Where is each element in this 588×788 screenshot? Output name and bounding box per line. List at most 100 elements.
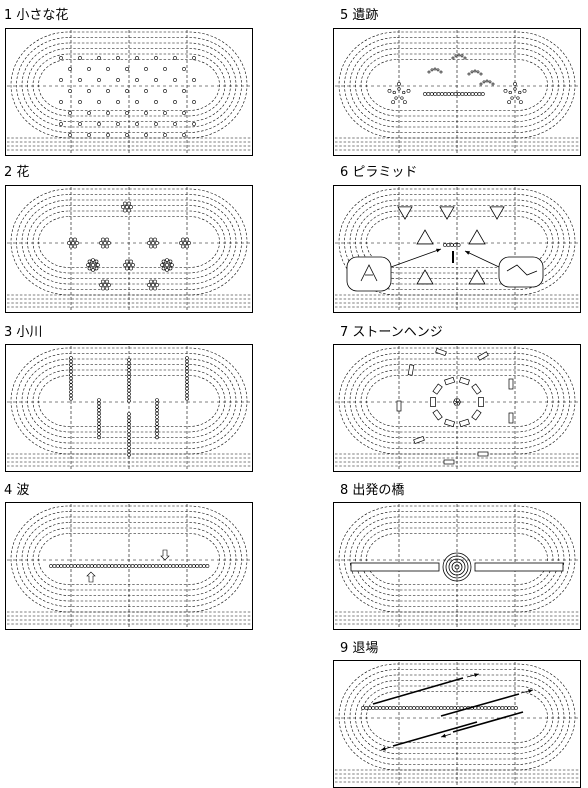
column-dot (97, 418, 101, 423)
star-formation (503, 82, 527, 104)
column-dot (127, 368, 131, 373)
column-dot (127, 358, 131, 362)
column-dot (97, 411, 101, 416)
row-dot (120, 564, 125, 568)
row-dot (374, 706, 379, 710)
arch-dot (457, 53, 461, 57)
callout-left (346, 256, 392, 292)
column-dot (127, 422, 131, 426)
bridge-left (350, 562, 440, 572)
column-formation (155, 398, 159, 440)
stone-block (396, 400, 402, 412)
column-dot (127, 371, 131, 376)
arch-dot (467, 72, 471, 76)
flower-formation (179, 237, 191, 249)
row-dot (453, 92, 458, 96)
row-dot (93, 564, 98, 568)
column-dot (69, 359, 73, 364)
row-dot (401, 706, 406, 710)
column-dot (97, 398, 101, 402)
column-dot (185, 376, 189, 381)
ring-dot (170, 263, 174, 267)
column-dot (127, 392, 131, 396)
column-dot (127, 364, 131, 369)
column-formation (69, 356, 73, 401)
row-dot (507, 706, 512, 710)
small-arch-formation (427, 67, 443, 74)
flower-formation (147, 279, 159, 291)
row-dot (442, 706, 447, 710)
row-dot (480, 706, 484, 710)
star-dot (402, 90, 406, 95)
arch-dot (482, 80, 486, 84)
row-dot (361, 706, 365, 710)
scatter-dot (125, 111, 129, 115)
column-dot (127, 453, 131, 457)
row-dot (449, 706, 454, 710)
flower-dot (131, 263, 135, 267)
row-dot (470, 92, 475, 96)
scatter-dot (135, 56, 139, 60)
scatter-dot (135, 122, 139, 126)
row-dot (69, 564, 74, 568)
flower-dot (153, 237, 157, 242)
column-dot (185, 366, 189, 371)
row-dot (388, 706, 393, 710)
column-dot (69, 390, 73, 394)
column-dot (185, 386, 189, 391)
scatter-dot (163, 89, 167, 93)
row-formation (423, 92, 485, 96)
ring-dot (87, 259, 92, 264)
flower-dot (149, 279, 153, 284)
flower-dot (185, 237, 189, 242)
flower-dot (103, 283, 107, 287)
scatter-dot (78, 100, 82, 104)
column-dot (127, 395, 131, 400)
column-dot (97, 432, 101, 436)
column-dot (127, 388, 131, 393)
row-formation (361, 706, 518, 710)
column-dot (127, 385, 131, 390)
row-dot (510, 706, 515, 710)
star-dot (400, 96, 404, 100)
flower-formation (99, 279, 111, 291)
field-svg (333, 28, 581, 156)
field-7-stonehenge (333, 344, 581, 472)
ring-dot (86, 263, 90, 267)
flower-dot (123, 201, 127, 206)
scatter-dot (173, 56, 177, 60)
column-dot (127, 398, 131, 403)
arch-dot (479, 82, 483, 86)
row-dot (443, 92, 448, 96)
row-dot (412, 706, 416, 710)
arch-dot (485, 79, 489, 83)
scatter-dot (154, 122, 158, 126)
row-dot (113, 564, 118, 568)
row-dot (110, 564, 115, 568)
arch-dot (433, 67, 437, 71)
column-dot (97, 401, 101, 406)
row-dot (443, 243, 447, 247)
flower-dot (69, 244, 73, 249)
triangle-formation (397, 206, 413, 220)
track (7, 504, 251, 628)
row-dot (79, 564, 84, 568)
row-dot (168, 564, 172, 568)
stone-block (430, 397, 436, 407)
figure-icon (506, 264, 538, 276)
column-dot (127, 415, 131, 420)
row-dot (436, 92, 441, 96)
row-dot (480, 92, 485, 96)
scatter-dot (192, 100, 196, 104)
stone-block (458, 376, 470, 386)
scatter-dot (68, 89, 72, 93)
arch-dot (454, 54, 458, 58)
scatter-dot (87, 67, 91, 71)
row-dot (452, 706, 457, 710)
arrowhead (436, 248, 441, 253)
column-formation (127, 412, 131, 457)
panel-6-title: 6 ピラミッド (340, 165, 418, 180)
column-dot (185, 369, 189, 374)
row-dot (62, 564, 67, 568)
scatter-dot (78, 56, 82, 60)
